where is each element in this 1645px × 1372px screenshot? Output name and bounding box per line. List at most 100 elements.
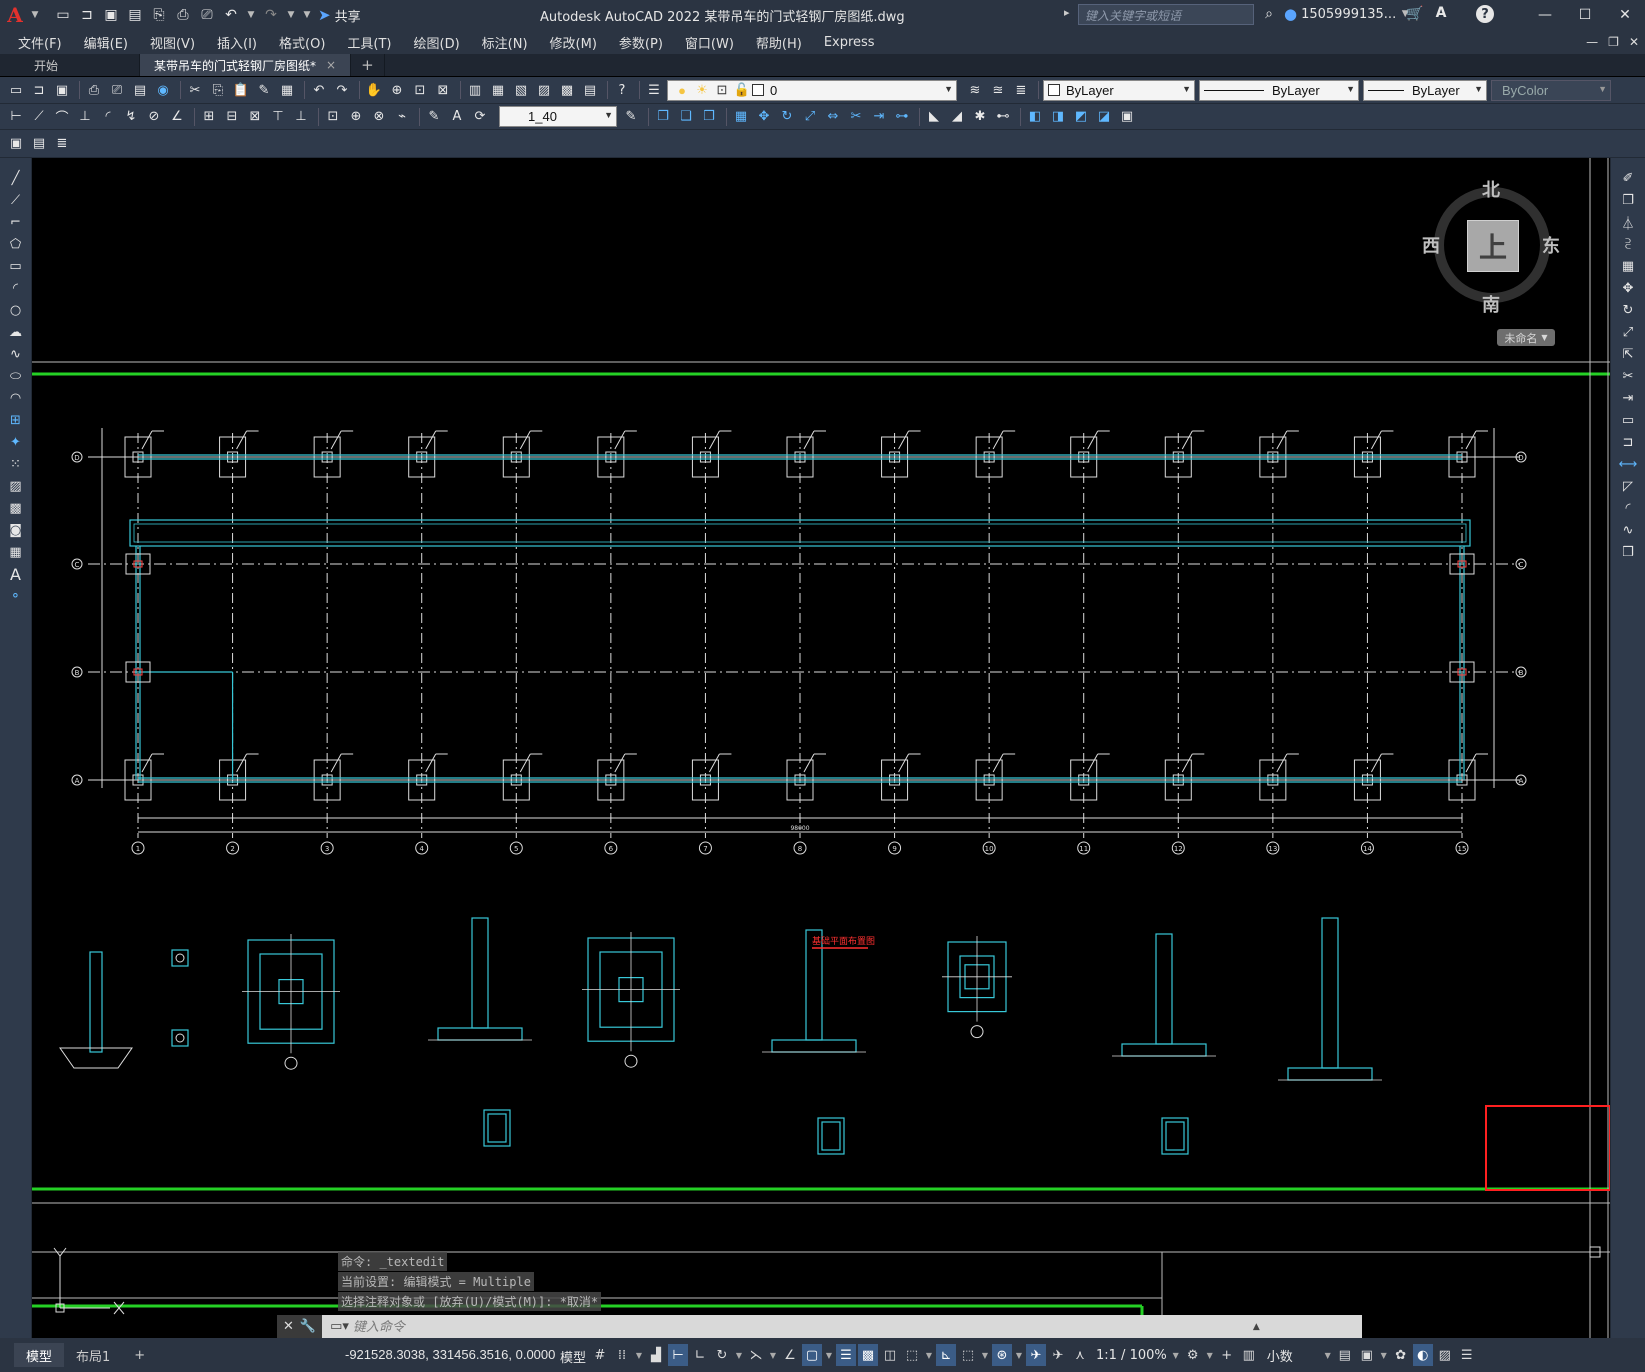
app-menu-dropdown-icon[interactable]: ▼: [31, 10, 39, 20]
break-point-icon[interactable]: ▭: [1621, 412, 1635, 428]
open-icon[interactable]: ⊐: [33, 82, 45, 98]
3d-osnap-dropdown-icon[interactable]: ▼: [925, 1350, 933, 1360]
infer-constraints-icon[interactable]: ▟: [651, 1347, 661, 1363]
workspace-save-icon[interactable]: ▣: [9, 136, 23, 151]
menu-parametric[interactable]: 参数(P): [618, 36, 663, 52]
pan-icon[interactable]: ✋: [365, 82, 383, 98]
join-icon[interactable]: ⊷: [996, 109, 1010, 124]
redo-dropdown-icon[interactable]: ▼: [287, 10, 295, 20]
transparency-icon[interactable]: ▩: [858, 1344, 878, 1366]
dim-jogged-icon[interactable]: ↯: [125, 109, 137, 124]
layer-combo[interactable]: ● ☀ ⊡ 🔓 0 ▼: [667, 79, 957, 101]
gradient-icon[interactable]: ▩: [9, 500, 22, 516]
color-combo[interactable]: ByLayer ▼: [1043, 79, 1195, 101]
dimstyle-combo[interactable]: 1_40 ▼: [499, 106, 617, 127]
plot-icon[interactable]: ⎚: [201, 7, 213, 23]
dynamic-ucs-icon[interactable]: ⊾: [936, 1344, 956, 1366]
offset-icon[interactable]: ⫔: [1625, 236, 1631, 252]
join-icon[interactable]: ⟷: [1618, 456, 1638, 472]
polyline-icon[interactable]: ⌐: [10, 214, 21, 230]
menu-dimension[interactable]: 标注(N): [481, 36, 528, 52]
publish-icon[interactable]: ▤: [133, 82, 147, 98]
units-dropdown-icon[interactable]: ▼: [1324, 1350, 1331, 1360]
redo-icon[interactable]: ↷: [336, 82, 348, 98]
menu-modify[interactable]: 修改(M): [549, 36, 597, 52]
make-current-layer-icon[interactable]: ≋: [969, 82, 981, 98]
lineweight-combo[interactable]: ByLayer ▼: [1363, 79, 1487, 101]
copy-icon[interactable]: ❐: [1622, 192, 1634, 208]
viewcube-north[interactable]: 北: [1482, 180, 1500, 201]
selection-filter-icon[interactable]: ⬚: [961, 1347, 975, 1363]
save-to-web-icon[interactable]: ⎙: [177, 7, 189, 23]
scale-icon[interactable]: ⤢: [804, 109, 816, 124]
minimize-icon[interactable]: —: [1538, 7, 1552, 23]
menu-insert[interactable]: 插入(I): [217, 36, 258, 52]
line-icon[interactable]: ╱: [11, 170, 20, 186]
add-layout-button[interactable]: +: [134, 1347, 146, 1363]
explode-icon[interactable]: ✱: [974, 109, 986, 124]
undo-icon[interactable]: ↶: [313, 82, 325, 98]
dim-break-icon[interactable]: ⊥: [295, 109, 307, 124]
dim-continue-icon[interactable]: ⊠: [249, 109, 261, 124]
tool-palettes-icon[interactable]: ▧: [514, 82, 528, 98]
viewcube-west[interactable]: 西: [1422, 236, 1440, 257]
tolerance-icon[interactable]: ⊡: [327, 109, 339, 124]
layer-previous-icon[interactable]: ≊: [992, 82, 1004, 98]
save-icon[interactable]: ▣: [55, 82, 69, 98]
layer-state-icon[interactable]: ≣: [1015, 82, 1027, 98]
model-space-button[interactable]: 模型: [560, 1351, 587, 1366]
cursor-coordinates[interactable]: -921528.3038, 331456.3516, 0.0000: [345, 1347, 556, 1362]
workspace-settings-icon[interactable]: ▤: [32, 136, 46, 151]
command-input[interactable]: [352, 1319, 1253, 1334]
undo-dropdown-icon[interactable]: ▼: [247, 10, 255, 20]
stretch-icon[interactable]: ⇔: [827, 109, 839, 124]
make-block-icon[interactable]: ✦: [10, 434, 21, 450]
spline-icon[interactable]: ∿: [10, 346, 21, 362]
stretch-icon[interactable]: ⇱: [1622, 346, 1634, 362]
share-button[interactable]: ➤ 共享: [318, 6, 361, 25]
annotation-scale-value[interactable]: 1:1 / 100%: [1096, 1347, 1167, 1363]
dim-angular-icon[interactable]: ∠: [171, 109, 183, 124]
menu-help[interactable]: 帮助(H): [755, 36, 802, 52]
zoom-previous-icon[interactable]: ⊠: [437, 82, 449, 98]
dim-space-icon[interactable]: ⊤: [272, 109, 284, 124]
dim-baseline-icon[interactable]: ⊟: [226, 109, 238, 124]
undo-icon[interactable]: ↶: [225, 7, 237, 23]
save-as-icon[interactable]: ▤: [128, 7, 142, 23]
dim-update-icon[interactable]: ⟳: [474, 109, 486, 124]
add-selected-icon[interactable]: ⚬: [10, 588, 21, 604]
draworder-front-icon[interactable]: ◧: [1028, 109, 1042, 124]
center-mark-icon[interactable]: ⊕: [350, 109, 362, 124]
maximize-icon[interactable]: ☐: [1578, 7, 1592, 23]
polar-tracking-icon[interactable]: ↻: [716, 1347, 728, 1363]
rectangle-icon[interactable]: ▭: [9, 258, 22, 274]
block-editor-icon[interactable]: ▦: [280, 82, 294, 98]
wrench-icon[interactable]: 🔧: [299, 1319, 317, 1334]
quick-dim-icon[interactable]: ⊞: [203, 109, 215, 124]
plot-preview-icon[interactable]: ⎚: [111, 82, 123, 98]
tab-document[interactable]: 某带吊车的门式轻钢厂房图纸* ×: [140, 54, 352, 76]
linetype-combo[interactable]: ByLayer ▼: [1199, 79, 1359, 101]
viewcube-compass[interactable]: [1434, 187, 1550, 303]
fillet-icon[interactable]: ◜: [1625, 500, 1631, 516]
erase-icon[interactable]: ✐: [1622, 170, 1634, 186]
scale-icon[interactable]: ⤢: [1622, 324, 1634, 340]
jogged-linear-icon[interactable]: ⌁: [398, 109, 406, 124]
annotation-monitor-icon[interactable]: +: [1221, 1347, 1233, 1363]
close-icon[interactable]: ✕: [283, 1319, 294, 1334]
hatch-icon[interactable]: ▨: [9, 478, 22, 494]
plotstyle-combo[interactable]: ByColor ▼: [1491, 79, 1611, 101]
menu-format[interactable]: 格式(O): [279, 36, 326, 52]
quickcalc-icon[interactable]: ▤: [583, 82, 597, 98]
isolate-objects-icon[interactable]: ✿: [1395, 1347, 1407, 1363]
viewcube-top-face[interactable]: 上: [1467, 220, 1519, 272]
break-icon[interactable]: ⊐: [1622, 434, 1634, 450]
break-icon[interactable]: ⊶: [895, 109, 909, 124]
osnap-dropdown-icon[interactable]: ▼: [825, 1350, 833, 1360]
units-icon[interactable]: ▥: [1242, 1347, 1255, 1363]
text-to-front-icon[interactable]: ▣: [1120, 109, 1134, 124]
zoom-realtime-icon[interactable]: ⊕: [391, 82, 403, 98]
match-properties-icon[interactable]: ✎: [258, 82, 270, 98]
plot-icon[interactable]: ⎙: [88, 82, 100, 98]
layer-properties-icon[interactable]: ☰: [648, 82, 660, 98]
